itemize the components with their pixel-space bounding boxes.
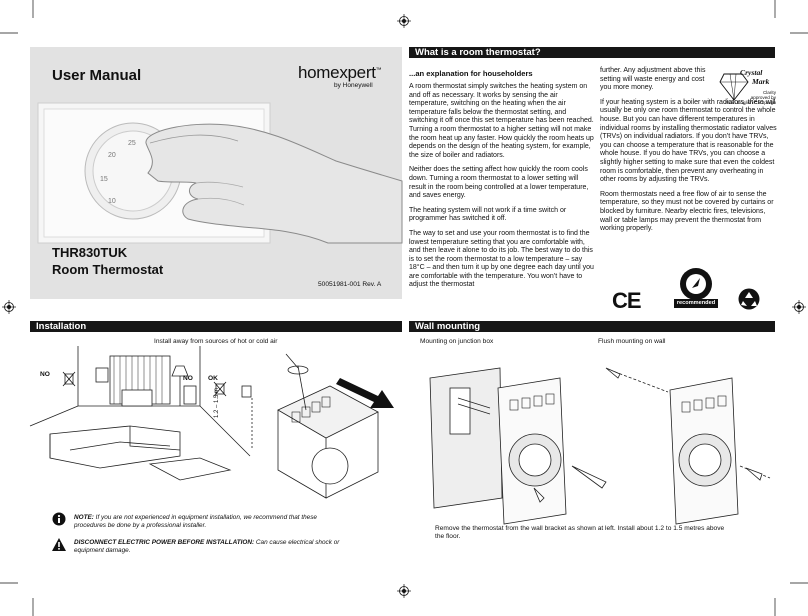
warning-disconnect-power: DISCONNECT ELECTRIC POWER BEFORE INSTALL… xyxy=(74,539,340,554)
what-paragraph: The way to set and use your room thermos… xyxy=(409,229,594,289)
section-header-installation: Installation xyxy=(30,321,402,332)
height-label: 1.2 – 1.5 m xyxy=(214,387,220,418)
svg-text:25: 25 xyxy=(128,140,136,147)
thermostat-photo: 1015202530 xyxy=(37,102,403,244)
energy-saving-badge: recommended xyxy=(670,266,722,316)
energy-saving-icon xyxy=(674,268,718,308)
registration-mark-icon xyxy=(397,14,411,28)
manual-title: User Manual xyxy=(52,67,142,84)
brand-logo: homexpert™ xyxy=(298,63,382,82)
model-number: THR830TUK xyxy=(52,245,128,260)
what-paragraph: further. Any adjustment above this setti… xyxy=(600,67,706,92)
section-header-what: What is a room thermostat? xyxy=(409,47,775,58)
what-subtitle: ...an explanation for householders xyxy=(409,69,533,78)
registration-mark-icon xyxy=(792,300,806,314)
svg-text:20: 20 xyxy=(108,152,116,159)
svg-text:15: 15 xyxy=(100,176,108,183)
what-paragraph: Neither does the setting affect how quic… xyxy=(409,166,589,200)
ok-label: OK xyxy=(208,375,218,382)
svg-text:10: 10 xyxy=(108,198,116,205)
what-paragraph: If your heating system is a boiler with … xyxy=(600,98,777,184)
room-installation-illustration xyxy=(29,346,394,499)
flush-mount-label: Flush mounting on wall xyxy=(598,338,666,345)
cover-panel: User Manual homexpert™ by Honeywell 10 15… xyxy=(30,47,403,299)
note-installation: NOTE: If you are not experienced in equi… xyxy=(74,514,317,529)
what-column-1: ...an explanation for householders A roo… xyxy=(409,69,595,296)
document-number: 50051981-001 Rev. A xyxy=(318,281,382,288)
installation-caption: Install away from sources of hot or cold… xyxy=(154,338,278,345)
no-label: NO xyxy=(40,371,50,378)
warning-icon xyxy=(52,538,66,556)
product-name: Room Thermostat xyxy=(52,262,164,277)
what-paragraph: The heating system will not work if a ti… xyxy=(409,206,567,223)
ce-mark: CE xyxy=(612,288,642,313)
junction-box-label: Mounting on junction box xyxy=(420,338,494,345)
what-paragraph: A room thermostat simply switches the he… xyxy=(409,83,594,159)
no-label: NO xyxy=(183,375,193,382)
what-column-2: further. Any adjustment above this setti… xyxy=(600,67,778,240)
registration-mark-icon xyxy=(2,300,16,314)
crystal-mark-icon xyxy=(719,73,749,101)
recycle-icon xyxy=(738,288,760,315)
wall-mounting-caption: Remove the thermostat from the wall brac… xyxy=(435,525,725,541)
what-paragraph: Room thermostats need a free flow of air… xyxy=(600,190,774,233)
brand-subtitle: by Honeywell xyxy=(334,82,373,89)
wall-mounting-illustration xyxy=(429,367,771,525)
registration-mark-icon xyxy=(397,584,411,598)
info-icon xyxy=(52,512,66,531)
section-header-wall-mounting: Wall mounting xyxy=(409,321,775,332)
